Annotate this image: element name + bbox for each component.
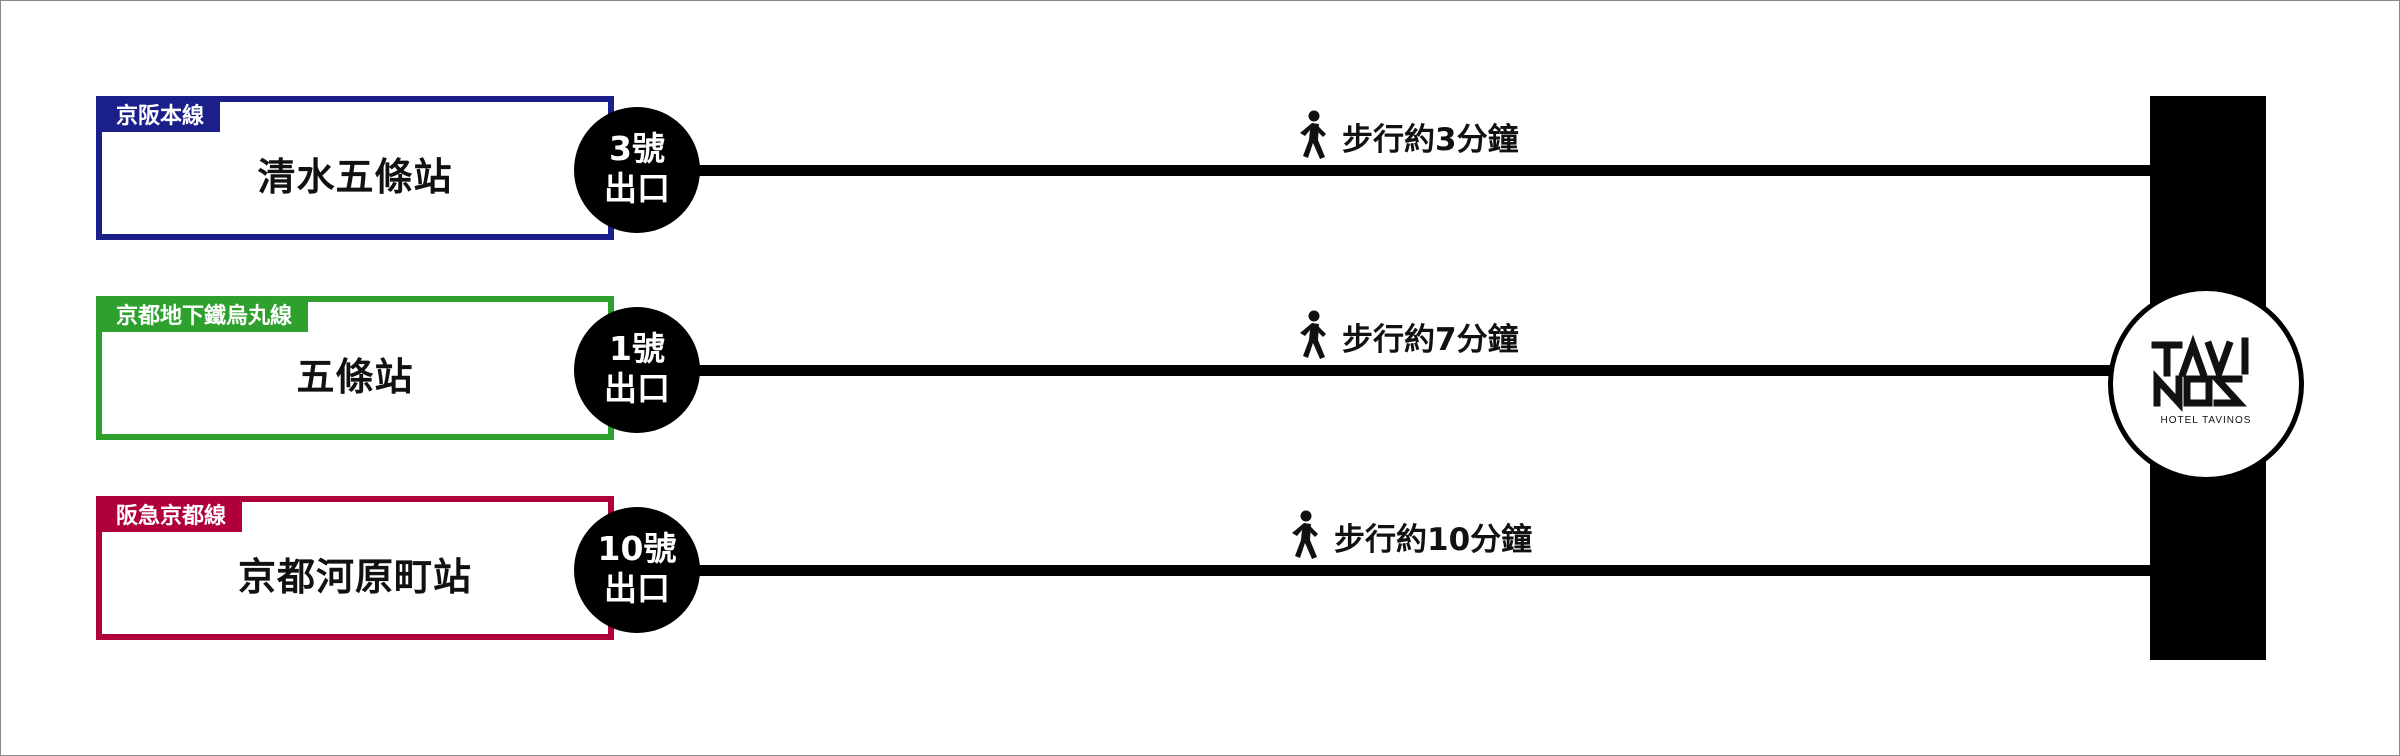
station-name: 京都河原町站 [237, 555, 472, 599]
tavinos-logo-icon [2151, 334, 2249, 412]
line-tag: 京阪本線 [102, 102, 221, 132]
walk-time-label: 步行約7分鐘 [1342, 321, 1519, 358]
line-tag: 京都地下鐵烏丸線 [102, 302, 309, 332]
route-line [690, 365, 2118, 376]
exit-number: 3號 [609, 129, 665, 168]
walk-time: 步行約10分鐘 [1286, 510, 1532, 562]
route-line [690, 565, 2160, 576]
exit-badge: 10號 出口 [574, 507, 700, 633]
hotel-logo: HOTEL TAVINOS [2108, 286, 2304, 482]
exit-badge: 3號 出口 [574, 107, 700, 233]
station-box-keihan: 京阪本線 清水五條站 [96, 96, 614, 240]
route-line [690, 165, 2160, 176]
station-name: 五條站 [296, 355, 414, 399]
station-name: 清水五條站 [257, 155, 453, 199]
station-box-hankyu: 阪急京都線 京都河原町站 [96, 496, 614, 640]
exit-label: 出口 [604, 169, 670, 208]
walking-person-icon [1300, 110, 1326, 159]
exit-label: 出口 [604, 569, 670, 608]
station-box-karasuma: 京都地下鐵烏丸線 五條站 [96, 296, 614, 440]
walk-time: 步行約7分鐘 [1294, 310, 1519, 362]
walk-time-label: 步行約3分鐘 [1342, 121, 1519, 158]
walking-person-icon [1300, 310, 1326, 359]
exit-number: 10號 [597, 529, 677, 568]
walking-person-icon [1292, 510, 1318, 559]
exit-badge: 1號 出口 [574, 307, 700, 433]
line-tag: 阪急京都線 [102, 502, 243, 532]
walk-time: 步行約3分鐘 [1294, 110, 1519, 162]
hotel-caption: HOTEL TAVINOS [2160, 415, 2252, 426]
exit-label: 出口 [604, 369, 670, 408]
walk-time-label: 步行約10分鐘 [1334, 521, 1533, 558]
exit-number: 1號 [609, 329, 665, 368]
